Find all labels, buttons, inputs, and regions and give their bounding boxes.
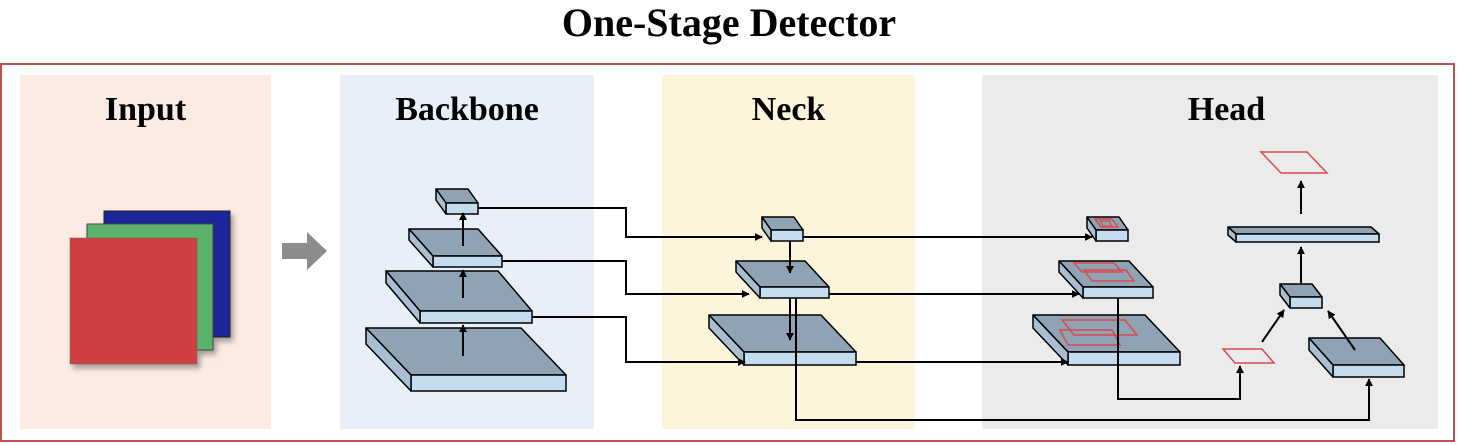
head-map-large xyxy=(1032,314,1181,366)
neck-label: Neck xyxy=(751,91,826,128)
head-feature-block xyxy=(1308,337,1405,378)
backbone-block-2 xyxy=(385,270,533,324)
outer-frame xyxy=(0,63,1455,442)
neck-block-middle xyxy=(735,260,830,299)
flow-arrow-icon xyxy=(282,232,327,270)
head-label: Head xyxy=(1187,91,1266,128)
input-image-icon xyxy=(69,210,231,365)
backbone-block-1 xyxy=(365,327,567,392)
head-merge-block xyxy=(1279,283,1323,309)
backbone-block-4 xyxy=(435,188,479,215)
diagram-title: One-Stage Detector xyxy=(561,0,897,45)
connector-lines xyxy=(478,180,1373,421)
backbone-block-3 xyxy=(408,228,503,268)
neck-block-top xyxy=(761,216,804,242)
head-output-box-icon xyxy=(1259,151,1329,174)
head-fc-bar xyxy=(1227,226,1380,243)
input-label: Input xyxy=(104,91,187,128)
head-small-box-icon xyxy=(1221,348,1276,364)
head-map-small xyxy=(1086,216,1129,242)
backbone-label: Backbone xyxy=(395,91,539,128)
head-map-medium xyxy=(1058,260,1154,299)
neck-panel xyxy=(662,75,915,429)
neck-block-bottom xyxy=(708,314,857,366)
